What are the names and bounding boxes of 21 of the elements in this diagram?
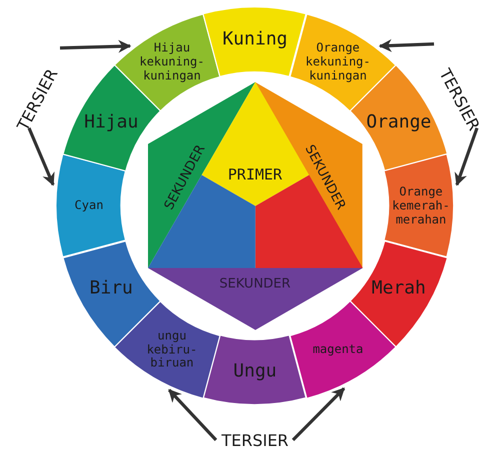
- color-name: Orange kemerah-merahan: [391, 185, 451, 227]
- arrow: [28, 127, 55, 186]
- color-group-label: SEKUNDER: [219, 278, 291, 292]
- color-group-label: PRIMER: [228, 166, 282, 184]
- arrow: [378, 39, 434, 52]
- arrow: [60, 40, 132, 53]
- color-name: Ungu: [232, 362, 278, 382]
- color-name: ungu kebiru-biruan: [146, 329, 198, 370]
- color-name: Merah: [370, 278, 427, 300]
- arrow: [292, 387, 346, 442]
- color-name: Hijau kekuning-kuningan: [138, 42, 206, 83]
- color-name: Biru: [88, 278, 134, 300]
- color-name: Hijau: [83, 112, 140, 134]
- color-name: magenta: [312, 342, 364, 357]
- color-name: Orange kekuning-kuningan: [304, 42, 372, 83]
- arrow: [454, 127, 478, 186]
- arrow: [168, 388, 218, 442]
- color-name: Orange: [365, 112, 432, 134]
- color-name: Cyan: [74, 199, 104, 213]
- tertiary-label: TERSIER: [221, 432, 289, 450]
- color-name: Kuning: [221, 30, 288, 50]
